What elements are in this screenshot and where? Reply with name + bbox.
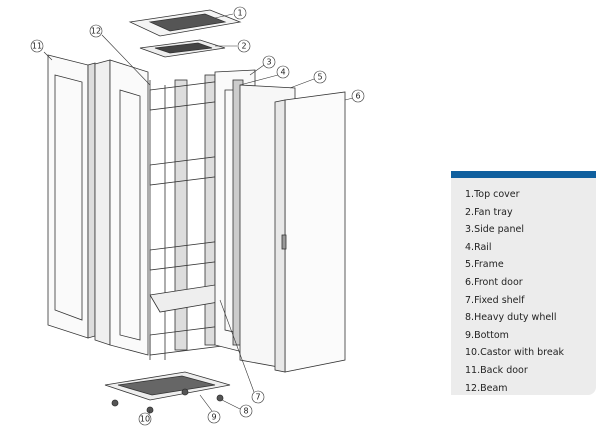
legend-item: 5.Frame — [465, 259, 504, 271]
legend-item: 6.Front door — [465, 276, 523, 288]
callouts: 1 2 3 4 5 6 7 8 9 10 11 12 — [30, 6, 365, 426]
legend-item: 3.Side panel — [465, 224, 524, 236]
callout-number: 8 — [243, 407, 248, 416]
callout-6 — [351, 89, 365, 103]
callout-number: 12 — [91, 27, 101, 36]
legend-item: 10.Castor with break — [465, 347, 565, 359]
callout-8 — [239, 404, 253, 418]
bottom — [104, 371, 231, 414]
legend-item: 12.Beam — [465, 382, 508, 394]
callout-9 — [207, 410, 221, 424]
callout-1 — [233, 6, 247, 20]
callout-11 — [30, 39, 44, 53]
legend-item: 2.Fan tray — [465, 206, 513, 218]
callout-number: 6 — [355, 92, 360, 101]
back-door — [47, 54, 96, 339]
callout-number: 9 — [211, 413, 216, 422]
legend-item: 1.Top cover — [465, 189, 520, 200]
top-cover — [128, 9, 242, 37]
callout-4 — [276, 65, 290, 79]
callout-number: 2 — [241, 42, 246, 51]
callout-number: 1 — [237, 9, 242, 18]
callout-number: 7 — [255, 393, 260, 402]
fan-tray — [139, 39, 226, 58]
legend-item: 4.Rail — [465, 241, 492, 253]
callout-2 — [237, 39, 251, 53]
legend-header-bar — [451, 171, 596, 178]
callout-10 — [138, 412, 152, 426]
callout-number: 10 — [140, 415, 150, 424]
callout-number: 5 — [317, 73, 322, 82]
legend-item: 7.Fixed shelf — [465, 294, 525, 306]
front-door — [274, 91, 346, 373]
callout-7 — [251, 390, 265, 404]
callout-3 — [262, 55, 276, 69]
parts-legend: 1.Top cover 2.Fan tray 3.Side panel 4.Ra… — [451, 171, 596, 395]
callout-number: 3 — [266, 58, 271, 67]
callout-number: 4 — [280, 68, 285, 77]
legend-item: 8.Heavy duty whell — [465, 312, 557, 324]
legend-item: 9.Bottom — [465, 329, 509, 341]
callout-5 — [313, 70, 327, 84]
callout-number: 11 — [32, 42, 42, 51]
legend-item: 11.Back door — [465, 364, 528, 376]
side-panel-left — [94, 59, 149, 356]
callout-12 — [89, 24, 103, 38]
